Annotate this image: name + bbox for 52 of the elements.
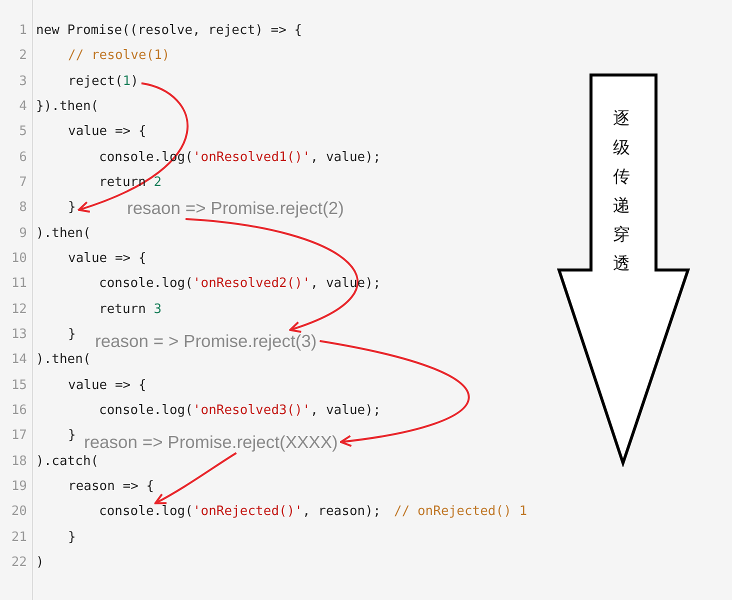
code-line: value => { bbox=[68, 124, 146, 140]
code-comment: // onRejected() 1 bbox=[394, 504, 528, 520]
line-number: 20 bbox=[11, 504, 27, 520]
code-line: new Promise((resolve, reject) => { bbox=[36, 23, 302, 39]
line-number: 11 bbox=[11, 276, 27, 292]
code-line: console.log('onResolved3()', value); bbox=[99, 402, 381, 419]
line-number: 12 bbox=[11, 302, 27, 318]
code-line: ).catch( bbox=[36, 454, 99, 470]
line-number: 1 bbox=[19, 23, 27, 39]
arrow bbox=[154, 452, 237, 504]
line-number: 19 bbox=[11, 478, 27, 495]
code-line: return 2 bbox=[99, 174, 162, 191]
arrow bbox=[78, 82, 188, 212]
annotation-text: reason => Promise.reject(XXXX) bbox=[84, 432, 338, 452]
line-number: 3 bbox=[19, 74, 27, 90]
line-number: 21 bbox=[11, 530, 27, 546]
line-number: 7 bbox=[19, 174, 27, 191]
line-number: 22 bbox=[11, 554, 27, 571]
code-line: ).then( bbox=[36, 352, 91, 368]
line-number: 17 bbox=[11, 428, 27, 444]
annotation-text: resaon => Promise.reject(2) bbox=[127, 198, 344, 218]
code-line: // resolve(1) bbox=[68, 48, 170, 64]
arrow bbox=[320, 340, 470, 447]
code-line: }).then( bbox=[36, 98, 99, 115]
arrow bbox=[185, 218, 358, 332]
code-line: return 3 bbox=[99, 302, 162, 318]
line-number: 4 bbox=[19, 98, 27, 115]
code-line: ) bbox=[36, 554, 44, 571]
line-number: 6 bbox=[19, 150, 27, 166]
line-number: 15 bbox=[11, 378, 27, 394]
code-line: value => { bbox=[68, 250, 146, 267]
code-line: reason => { bbox=[68, 478, 154, 495]
line-number: 18 bbox=[11, 454, 27, 470]
code-line: } bbox=[68, 428, 76, 444]
code-line: ).then( bbox=[36, 226, 91, 242]
line-number: 2 bbox=[19, 48, 27, 64]
line-number: 10 bbox=[11, 250, 27, 267]
code-line: } bbox=[68, 530, 76, 546]
code-line: console.log('onRejected()', reason); bbox=[99, 504, 381, 520]
line-number: 13 bbox=[11, 326, 27, 343]
line-number: 16 bbox=[11, 402, 27, 419]
line-number: 5 bbox=[19, 124, 27, 140]
code-line: value => { bbox=[68, 378, 146, 394]
line-number: 9 bbox=[19, 226, 27, 242]
code-line: } bbox=[68, 326, 76, 343]
down-arrow bbox=[556, 72, 691, 467]
code-line: reject(1) bbox=[68, 74, 138, 90]
line-number: 8 bbox=[19, 200, 27, 216]
arrow-text: 逐级传递穿透 bbox=[613, 108, 630, 276]
code-line: } bbox=[68, 200, 76, 216]
line-number: 14 bbox=[11, 352, 27, 368]
annotation-text: reason = > Promise.reject(3) bbox=[95, 331, 317, 351]
